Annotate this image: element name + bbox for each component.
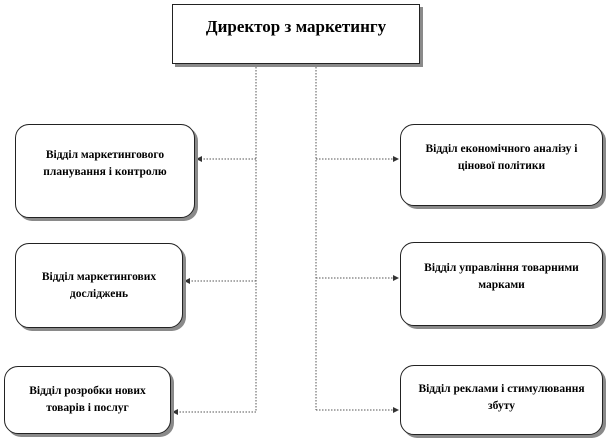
new-products-dept-label: Відділ розробки нових товарів і послуг — [29, 385, 146, 414]
brand-management-dept-box: Відділ управління товарними марками — [400, 242, 603, 326]
brand-management-dept-label: Відділ управління товарними марками — [424, 262, 579, 291]
marketing-research-dept-box: Відділ маркетингових досліджень — [15, 243, 183, 328]
new-products-dept-box: Відділ розробки нових товарів і послуг — [4, 366, 171, 434]
marketing-research-dept-label: Відділ маркетингових досліджень — [41, 270, 157, 300]
advertising-promotion-dept-box: Відділ реклами і стимулювання збуту — [400, 365, 603, 435]
planning-control-dept-label: Відділ маркетингового планування і контр… — [43, 149, 167, 178]
advertising-promotion-dept-label: Відділ реклами і стимулювання збуту — [418, 383, 585, 412]
economic-analysis-dept-label: Відділ економічного аналізу і цінової по… — [425, 143, 578, 172]
economic-analysis-dept-box: Відділ економічного аналізу і цінової по… — [400, 124, 603, 206]
director-title: Директор з маркетингу — [205, 16, 387, 36]
planning-control-dept-box: Відділ маркетингового планування і контр… — [15, 124, 195, 218]
director-box: Директор з маркетингу — [172, 4, 420, 64]
